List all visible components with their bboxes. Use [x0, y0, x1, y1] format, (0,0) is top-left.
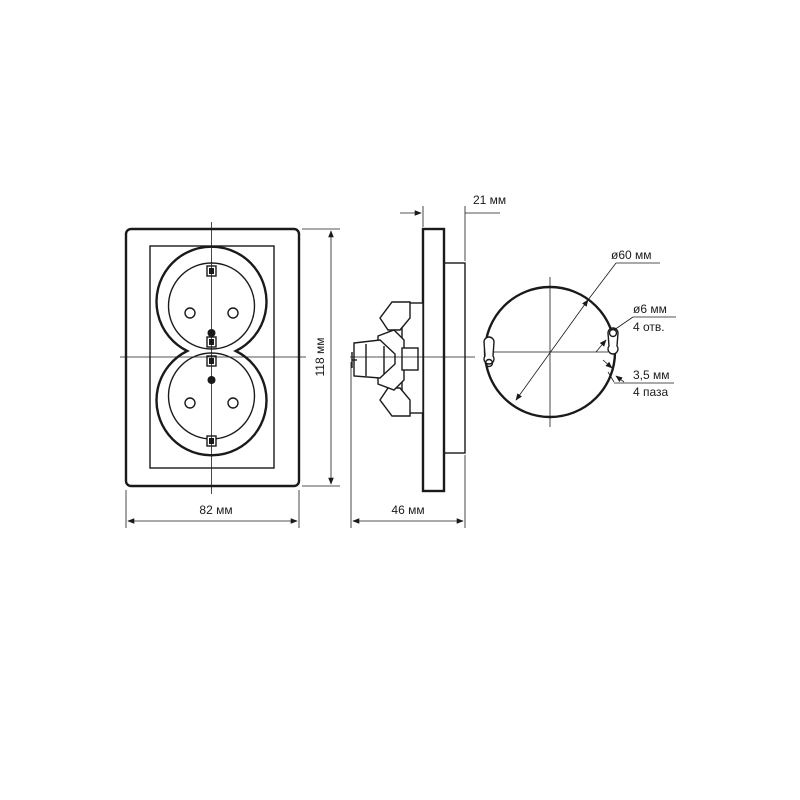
depth-frame-dimension: 21 мм [400, 193, 506, 261]
mechanism [351, 301, 424, 417]
depth-total-label: 46 мм [391, 503, 424, 517]
mounting-view: ø60 мм ø6 мм 4 отв. 3,5 мм 4 паза [483, 248, 676, 427]
diameter-dimension: ø60 мм [515, 248, 660, 401]
width-dimension: 82 мм [125, 490, 300, 528]
width-label: 82 мм [199, 503, 232, 517]
side-view: 46 мм 21 мм [350, 193, 506, 528]
pin-hole-left [184, 307, 196, 319]
socket-outline [155, 245, 268, 457]
pin-hole-right [227, 307, 239, 319]
hole-callout: ø6 мм 4 отв. [595, 302, 676, 353]
slot-size-label: 3,5 мм [633, 368, 670, 382]
side-frame [421, 227, 446, 493]
height-dimension: 118 мм [302, 228, 340, 487]
height-label: 118 мм [313, 338, 327, 377]
slot-callout: 3,5 мм 4 паза [602, 359, 674, 399]
pin-hole-right [227, 397, 239, 409]
outer-frame [124, 227, 301, 488]
front-view: 82 мм 118 мм [120, 222, 340, 528]
depth-frame-label: 21 мм [473, 193, 506, 207]
slot-count-label: 4 паза [633, 385, 669, 399]
depth-total-dimension: 46 мм [350, 362, 466, 528]
hole-count-label: 4 отв. [633, 320, 665, 334]
diameter-label: ø60 мм [611, 248, 652, 262]
keyhole-hole-right [607, 327, 619, 355]
side-plate [443, 262, 466, 454]
hole-size-label: ø6 мм [633, 302, 667, 316]
pin-hole-left [184, 397, 196, 409]
keyhole-slot-left [483, 336, 495, 368]
